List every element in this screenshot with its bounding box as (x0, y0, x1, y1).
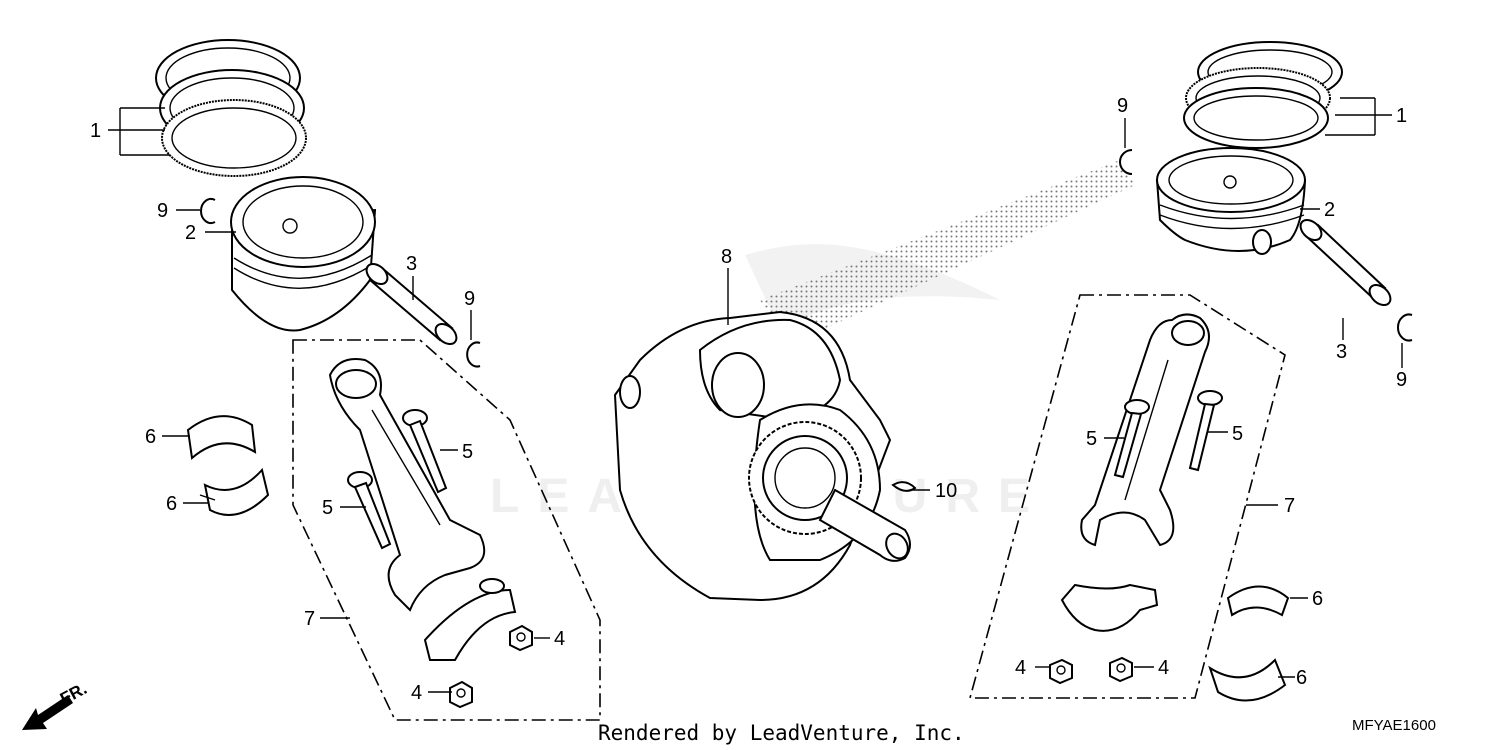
callout-4-b[interactable]: 4 (411, 682, 422, 704)
circlip-9c (1119, 149, 1133, 175)
rod-assembly-box-right (968, 294, 1286, 699)
crankshaft (613, 310, 911, 602)
leader-lines (108, 97, 1403, 693)
callout-4-c[interactable]: 4 (1015, 657, 1026, 679)
callout-5-c[interactable]: 5 (1086, 428, 1097, 450)
callout-1-right[interactable]: 1 (1396, 105, 1407, 127)
callouts: 1 9 2 3 9 6 6 5 5 7 4 4 8 10 9 1 2 3 9 5… (90, 95, 1407, 704)
front-arrow-icon (22, 695, 73, 730)
bearing-6d (1208, 658, 1287, 702)
rod-assembly-box-left (292, 339, 601, 721)
callout-1-left[interactable]: 1 (90, 120, 101, 142)
callout-9-c[interactable]: 9 (1117, 95, 1128, 117)
shading-band (760, 160, 1135, 345)
rod-cap-right (1060, 583, 1159, 632)
front-direction-indicator: FR. (22, 679, 90, 730)
callout-9-a[interactable]: 9 (157, 200, 168, 222)
rod-nut-right-b (1109, 656, 1133, 683)
diagram-code: MFYAE1600 (1352, 717, 1436, 734)
callout-6-a[interactable]: 6 (145, 426, 156, 448)
callout-8[interactable]: 8 (721, 246, 732, 268)
callout-7-left[interactable]: 7 (304, 608, 315, 630)
credit-text: Rendered by LeadVenture, Inc. (598, 721, 965, 745)
connecting-rod-left (328, 358, 486, 612)
callout-6-d[interactable]: 6 (1296, 667, 1307, 689)
circlip-9a (200, 198, 216, 224)
callout-10[interactable]: 10 (935, 480, 957, 502)
rod-cap-left (423, 578, 517, 661)
rod-nut-left-a (509, 624, 533, 652)
rod-bolt-right-a (1113, 399, 1150, 479)
callout-4-d[interactable]: 4 (1158, 657, 1169, 679)
piston-rings-right (1183, 41, 1343, 149)
piston-pin-left (365, 263, 458, 345)
callout-6-b[interactable]: 6 (166, 493, 177, 515)
rod-nut-left-b (449, 680, 473, 709)
bearing-6c (1226, 585, 1290, 617)
rod-bolt-left-upper (402, 409, 448, 494)
callout-6-c[interactable]: 6 (1312, 588, 1323, 610)
callout-5-a[interactable]: 5 (322, 497, 333, 519)
piston-left (230, 176, 377, 332)
rod-bolt-right-b (1188, 390, 1223, 472)
bearing-6a (186, 415, 257, 460)
piston-right (1155, 147, 1307, 255)
callout-9-d[interactable]: 9 (1396, 369, 1407, 391)
bearing-6b (199, 467, 270, 516)
callout-9-b[interactable]: 9 (464, 288, 475, 310)
callout-7-right[interactable]: 7 (1284, 495, 1295, 517)
callout-4-a[interactable]: 4 (554, 628, 565, 650)
rod-nut-right-a (1049, 658, 1073, 685)
piston-rings-left (155, 39, 307, 177)
callout-3-left[interactable]: 3 (406, 253, 417, 275)
callout-2-left[interactable]: 2 (185, 222, 196, 244)
piston-pin-right (1299, 219, 1392, 306)
rod-bolt-left-lower (347, 471, 392, 550)
callout-5-d[interactable]: 5 (1232, 423, 1243, 445)
circlip-9d (1397, 313, 1413, 342)
callout-2-right[interactable]: 2 (1324, 199, 1335, 221)
connecting-rod-right (1080, 313, 1210, 547)
woodruff-key (891, 481, 917, 492)
callout-3-right[interactable]: 3 (1336, 341, 1347, 363)
callout-5-b[interactable]: 5 (462, 441, 473, 463)
circlip-9b (466, 341, 481, 368)
